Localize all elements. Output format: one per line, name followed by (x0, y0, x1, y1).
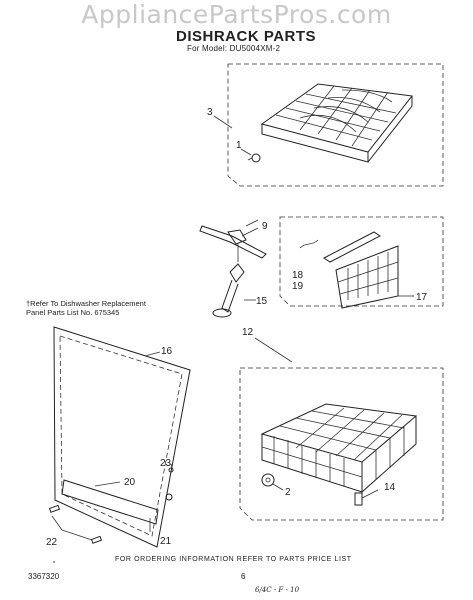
document-number: 3367320 (28, 572, 60, 581)
part-12-lower-rack (239, 337, 444, 521)
page-number: 6 (241, 572, 246, 581)
callout-3: 3 (207, 107, 213, 118)
upper-rack-drawing (260, 83, 413, 163)
page-title: DISHRACK PARTS (176, 28, 317, 45)
part-14-clip (354, 489, 379, 506)
part-16-panel (53, 326, 191, 548)
handwritten-note: 6/4C - F - 10 (255, 586, 300, 594)
callout-12: 12 (242, 327, 254, 338)
part-20-bracket (48, 463, 174, 544)
part-1-roller (240, 148, 261, 163)
callout-23: 23 (160, 458, 172, 469)
replacement-panel-note: †Refer To Dishwasher Replacement Panel P… (26, 299, 146, 317)
callout-21: 21 (160, 536, 172, 547)
callout-14: 14 (384, 482, 396, 493)
callout-9: 9 (262, 221, 268, 232)
callout-22: 22 (46, 537, 58, 548)
note-line-1: †Refer To Dishwasher Replacement (26, 299, 146, 308)
part-9-spray-arm (199, 225, 267, 262)
callout-19: 19 (292, 281, 304, 292)
dot-mark (53, 561, 55, 563)
callout-17: 17 (416, 292, 428, 303)
leader-line-3 (213, 115, 233, 129)
callout-16: 16 (161, 346, 173, 357)
leader-line-9 (245, 219, 259, 227)
ordering-info-footer: FOR ORDERING INFORMATION REFER TO PARTS … (115, 556, 352, 563)
upper-rack-frame (227, 63, 444, 187)
note-line-2: Panel Parts List No. 675345 (26, 308, 120, 317)
callout-2: 2 (285, 487, 291, 498)
callout-20: 20 (124, 477, 136, 488)
model-number: For Model: DU5004XM-2 (187, 44, 281, 53)
callout-18: 18 (292, 270, 304, 281)
part-15-spray-tube (212, 263, 256, 318)
callout-15: 15 (256, 296, 268, 307)
part-2-wheel (261, 473, 284, 491)
watermark-logo: AppliancePartsPros.com (81, 0, 392, 29)
callout-1: 1 (236, 140, 242, 151)
part-17-filter-group (279, 216, 444, 309)
